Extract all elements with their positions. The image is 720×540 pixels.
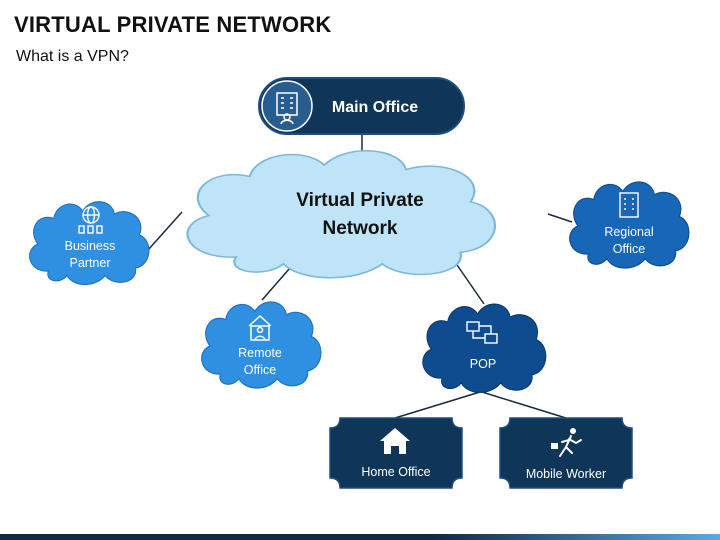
connector-home-office	[394, 391, 481, 419]
business-partner-node[interactable]: Business Partner	[29, 201, 150, 286]
pop-cloud	[422, 303, 547, 393]
regional-office-node[interactable]: Regional Office	[568, 181, 690, 269]
vpn-label-line1: Virtual Private	[296, 190, 423, 211]
vpn-label-line2: Network	[323, 218, 398, 239]
globe-people-icon	[78, 206, 103, 234]
building-icon	[276, 92, 298, 125]
main-office-icon-badge	[261, 80, 313, 132]
remote-house-icon	[248, 314, 272, 341]
connector-remote-office	[261, 267, 291, 301]
business-partner-line2: Partner	[70, 256, 111, 270]
mobile-worker-box	[499, 417, 633, 489]
remote-office-line1: Remote	[238, 346, 282, 360]
pop-label: POP	[470, 357, 496, 371]
mobile-worker-label: Mobile Worker	[526, 467, 606, 481]
page-subtitle: What is a VPN?	[16, 48, 129, 65]
remote-office-line2: Office	[244, 363, 276, 377]
home-office-box	[329, 417, 463, 489]
main-office-label: Main Office	[332, 99, 418, 116]
footer-accent-bar	[0, 534, 720, 540]
pop-node[interactable]: POP	[422, 303, 547, 393]
connector-mobile-worker	[481, 391, 567, 419]
vpn-cloud-node: Virtual Private Network	[186, 149, 497, 279]
business-partner-line1: Business	[65, 239, 116, 253]
home-office-label: Home Office	[361, 465, 430, 479]
connector-regional-office	[547, 213, 573, 223]
connector-pop	[454, 261, 485, 305]
network-computers-icon	[466, 321, 498, 344]
running-person-icon	[551, 428, 582, 457]
regional-office-line2: Office	[613, 242, 645, 256]
office-tower-icon	[619, 192, 639, 218]
remote-office-node[interactable]: Remote Office	[200, 301, 322, 389]
mobile-worker-node[interactable]: Mobile Worker	[499, 417, 633, 489]
main-office-node[interactable]: Main Office	[258, 77, 465, 135]
connector-business-partner	[147, 211, 183, 251]
main-office-pill	[258, 77, 465, 135]
page-title: VIRTUAL PRIVATE NETWORK	[14, 12, 332, 37]
vpn-cloud-shape	[186, 149, 497, 279]
regional-office-line1: Regional	[604, 225, 653, 239]
home-office-node[interactable]: Home Office	[329, 417, 463, 489]
home-icon	[380, 428, 410, 454]
